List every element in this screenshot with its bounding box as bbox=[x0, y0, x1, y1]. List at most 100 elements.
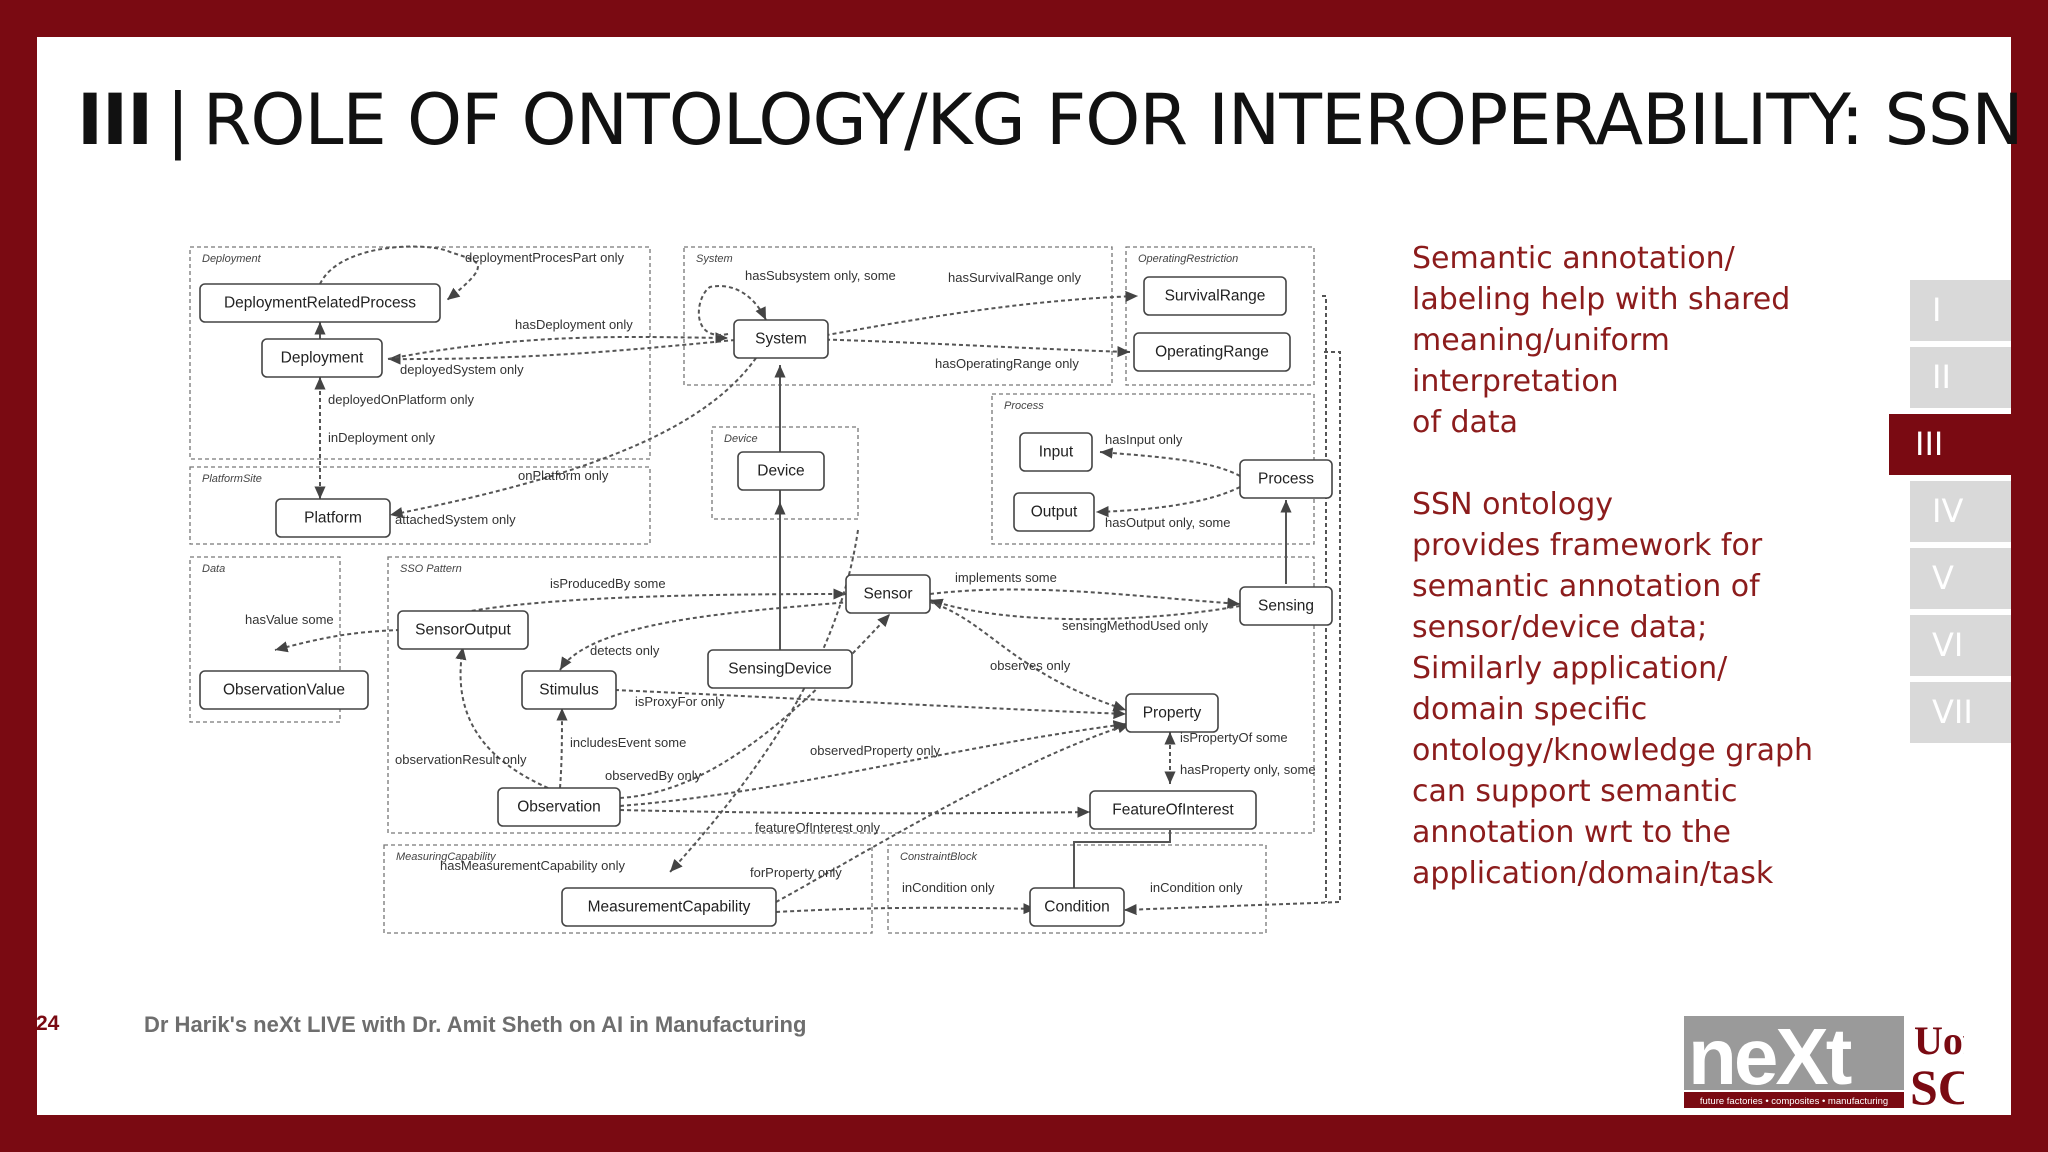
edge-onplatform bbox=[389, 357, 757, 519]
node-observationvalue bbox=[199, 670, 369, 710]
group-label-data: Data bbox=[202, 563, 225, 575]
edge-label-hasvalue: hasValue some bbox=[245, 612, 334, 627]
nav-item-7[interactable]: VII bbox=[1910, 682, 2011, 743]
group-platformsite bbox=[189, 466, 651, 545]
node-stimulus bbox=[521, 670, 617, 710]
node-input bbox=[1019, 432, 1093, 472]
group-operating-restriction bbox=[1125, 246, 1315, 386]
node-label-deployment: Deployment bbox=[281, 350, 364, 367]
edge-label-sensingmethodused: sensingMethodUsed only bbox=[1062, 618, 1208, 633]
edge-label-observedproperty: observedProperty only bbox=[810, 743, 941, 758]
node-label-sensingdevice: SensingDevice bbox=[728, 661, 831, 678]
node-deployment bbox=[261, 338, 383, 378]
group-label-operating-restriction: OperatingRestriction bbox=[1138, 253, 1238, 265]
edge-label-isproducedby: isProducedBy some bbox=[550, 576, 666, 591]
edge-isproducedby bbox=[464, 588, 847, 613]
group-sso-pattern bbox=[387, 556, 1315, 834]
edge-label-hasmeasurementcapability: hasMeasurementCapability only bbox=[440, 858, 625, 873]
edge-label-hassurvivalrange: hasSurvivalRange only bbox=[948, 270, 1081, 285]
edge-label-featureofinterest: featureOfInterest only bbox=[755, 820, 881, 835]
edge-hasoutput bbox=[1095, 486, 1241, 518]
side-line: semantic annotation of bbox=[1412, 569, 1760, 604]
side-line: meaning/uniform bbox=[1412, 323, 1670, 358]
edge-label-hasoperatingrange: hasOperatingRange only bbox=[935, 356, 1079, 371]
next-logo-block bbox=[1684, 1016, 1904, 1090]
footer-text: Dr Harik's neXt LIVE with Dr. Amit Sheth… bbox=[144, 1012, 807, 1037]
edge-isproxyfor bbox=[614, 689, 1127, 720]
group-label-sso-pattern: SSO Pattern bbox=[400, 563, 462, 575]
edge-label-includesevent: includesEvent some bbox=[570, 735, 686, 750]
side-line: Semantic annotation/ bbox=[1412, 241, 1735, 276]
side-line: provides framework for bbox=[1412, 528, 1763, 563]
node-label-measurementcapability: MeasurementCapability bbox=[588, 899, 751, 916]
node-label-condition: Condition bbox=[1044, 899, 1110, 916]
section-nav: I II III IV V VI VII bbox=[1889, 280, 2011, 749]
side-text: Semantic annotation/ labeling help with … bbox=[1412, 238, 1832, 894]
edge-label-isproxyfor: isProxyFor only bbox=[635, 694, 725, 709]
edge-label-attachedsystem: attachedSystem only bbox=[395, 512, 516, 527]
group-label-deployment: Deployment bbox=[202, 253, 262, 265]
node-label-device: Device bbox=[757, 463, 804, 480]
node-label-observation: Observation bbox=[517, 799, 601, 816]
edge-incondition-mc bbox=[775, 903, 1037, 915]
edge-label-forproperty: forProperty only bbox=[750, 865, 842, 880]
next-tagline-bar bbox=[1684, 1092, 1904, 1108]
side-line: ontology/knowledge graph bbox=[1412, 733, 1814, 768]
edge-label-hasoutput: hasOutput only, some bbox=[1105, 515, 1231, 530]
group-constraint-block bbox=[887, 844, 1267, 934]
nav-item-1[interactable]: I bbox=[1910, 280, 2011, 341]
edge-label-incondition-mc: inCondition only bbox=[902, 880, 995, 895]
next-uofsc-logo: neXt future factories • composites • man… bbox=[1684, 1014, 1964, 1110]
nav-item-5[interactable]: V bbox=[1910, 548, 2011, 609]
edge-hassubsystem bbox=[697, 285, 767, 336]
node-output bbox=[1013, 492, 1095, 532]
side-line: sensor/device data; bbox=[1412, 610, 1708, 645]
group-label-constraint-block: ConstraintBlock bbox=[900, 851, 978, 863]
edge-label-ispropertyof: isPropertyOf some bbox=[1180, 730, 1288, 745]
slide: III |ROLE OF ONTOLOGY/KG FOR INTEROPERABI… bbox=[37, 37, 2024, 1115]
node-label-output: Output bbox=[1031, 504, 1078, 521]
edge-observedby bbox=[619, 613, 891, 799]
side-line: application/domain/task bbox=[1412, 856, 1774, 891]
nav-item-2[interactable]: II bbox=[1910, 347, 2011, 408]
edge-featureofinterest bbox=[619, 806, 1091, 818]
node-deploymentrelatedprocess bbox=[199, 283, 441, 323]
node-label-system: System bbox=[755, 331, 807, 348]
nav-item-6[interactable]: VI bbox=[1910, 615, 2011, 676]
node-sensor bbox=[845, 574, 931, 614]
edge-condition-to-foi bbox=[1073, 830, 1171, 892]
side-line: can support semantic bbox=[1412, 774, 1738, 809]
node-label-stimulus: Stimulus bbox=[539, 682, 599, 699]
diagram-nodes: DeploymentRelatedProcess Deployment Syst… bbox=[199, 276, 1333, 927]
edge-includesevent bbox=[556, 707, 568, 789]
sc-wordmark: SC bbox=[1910, 1059, 1964, 1110]
edge-deploymentprocespart bbox=[319, 245, 479, 301]
node-sensoroutput bbox=[397, 610, 529, 650]
uof-wordmark: Uof bbox=[1914, 1018, 1964, 1063]
group-device bbox=[711, 426, 859, 520]
next-wordmark: neXt bbox=[1688, 1014, 1852, 1101]
title-text: ROLE OF ONTOLOGY/KG FOR INTEROPERABILITY… bbox=[202, 79, 2024, 161]
group-label-measuring-capability: MeasuringCapability bbox=[396, 851, 497, 863]
node-label-operatingrange: OperatingRange bbox=[1155, 344, 1269, 361]
side-line: labeling help with shared bbox=[1412, 282, 1791, 317]
node-label-featureofinterest: FeatureOfInterest bbox=[1112, 802, 1234, 819]
edge-hasinput bbox=[1099, 447, 1241, 477]
edge-hasvalue bbox=[274, 629, 401, 653]
title-separator: | bbox=[166, 79, 190, 161]
group-process bbox=[991, 393, 1315, 545]
group-label-device: Device bbox=[724, 433, 758, 445]
nav-item-4[interactable]: IV bbox=[1910, 481, 2011, 542]
group-label-platformsite: PlatformSite bbox=[202, 473, 262, 485]
edge-incondition-range bbox=[1123, 351, 1341, 916]
edge-survival-connector bbox=[1322, 295, 1327, 902]
edge-hassurvivalrange bbox=[804, 290, 1139, 340]
edge-label-deployedsystem: deployedSystem only bbox=[400, 362, 524, 377]
next-tagline: future factories • composites • manufact… bbox=[1700, 1096, 1888, 1107]
node-label-deploymentrelatedprocess: DeploymentRelatedProcess bbox=[224, 295, 416, 312]
nav-item-3[interactable]: III bbox=[1889, 414, 2011, 475]
side-line: Similarly application/ bbox=[1412, 651, 1728, 686]
node-observation bbox=[497, 787, 621, 827]
node-label-survivalrange: SurvivalRange bbox=[1165, 288, 1266, 305]
node-label-input: Input bbox=[1039, 444, 1074, 461]
